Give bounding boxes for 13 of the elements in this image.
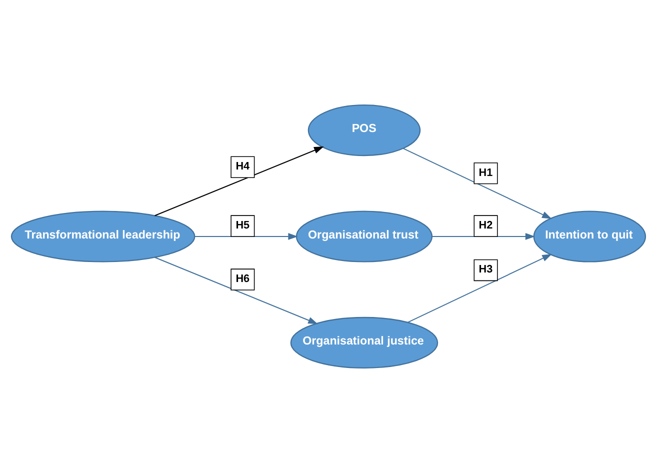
node-ellipse: POS <box>308 104 421 156</box>
arrow <box>403 147 552 218</box>
edge-label: H4 <box>236 160 250 172</box>
edge-label: H6 <box>236 272 250 285</box>
node-ellipse: Organisational trust <box>296 210 433 262</box>
edge-label: H3 <box>478 263 493 276</box>
arrow <box>154 146 324 216</box>
arrow <box>154 256 318 324</box>
edge-label: H2 <box>478 219 493 232</box>
edge-label: H1 <box>478 166 493 178</box>
edge-label: H5 <box>236 219 250 232</box>
node-ellipse: Transformational leadership <box>10 210 196 262</box>
arrow <box>408 254 552 322</box>
